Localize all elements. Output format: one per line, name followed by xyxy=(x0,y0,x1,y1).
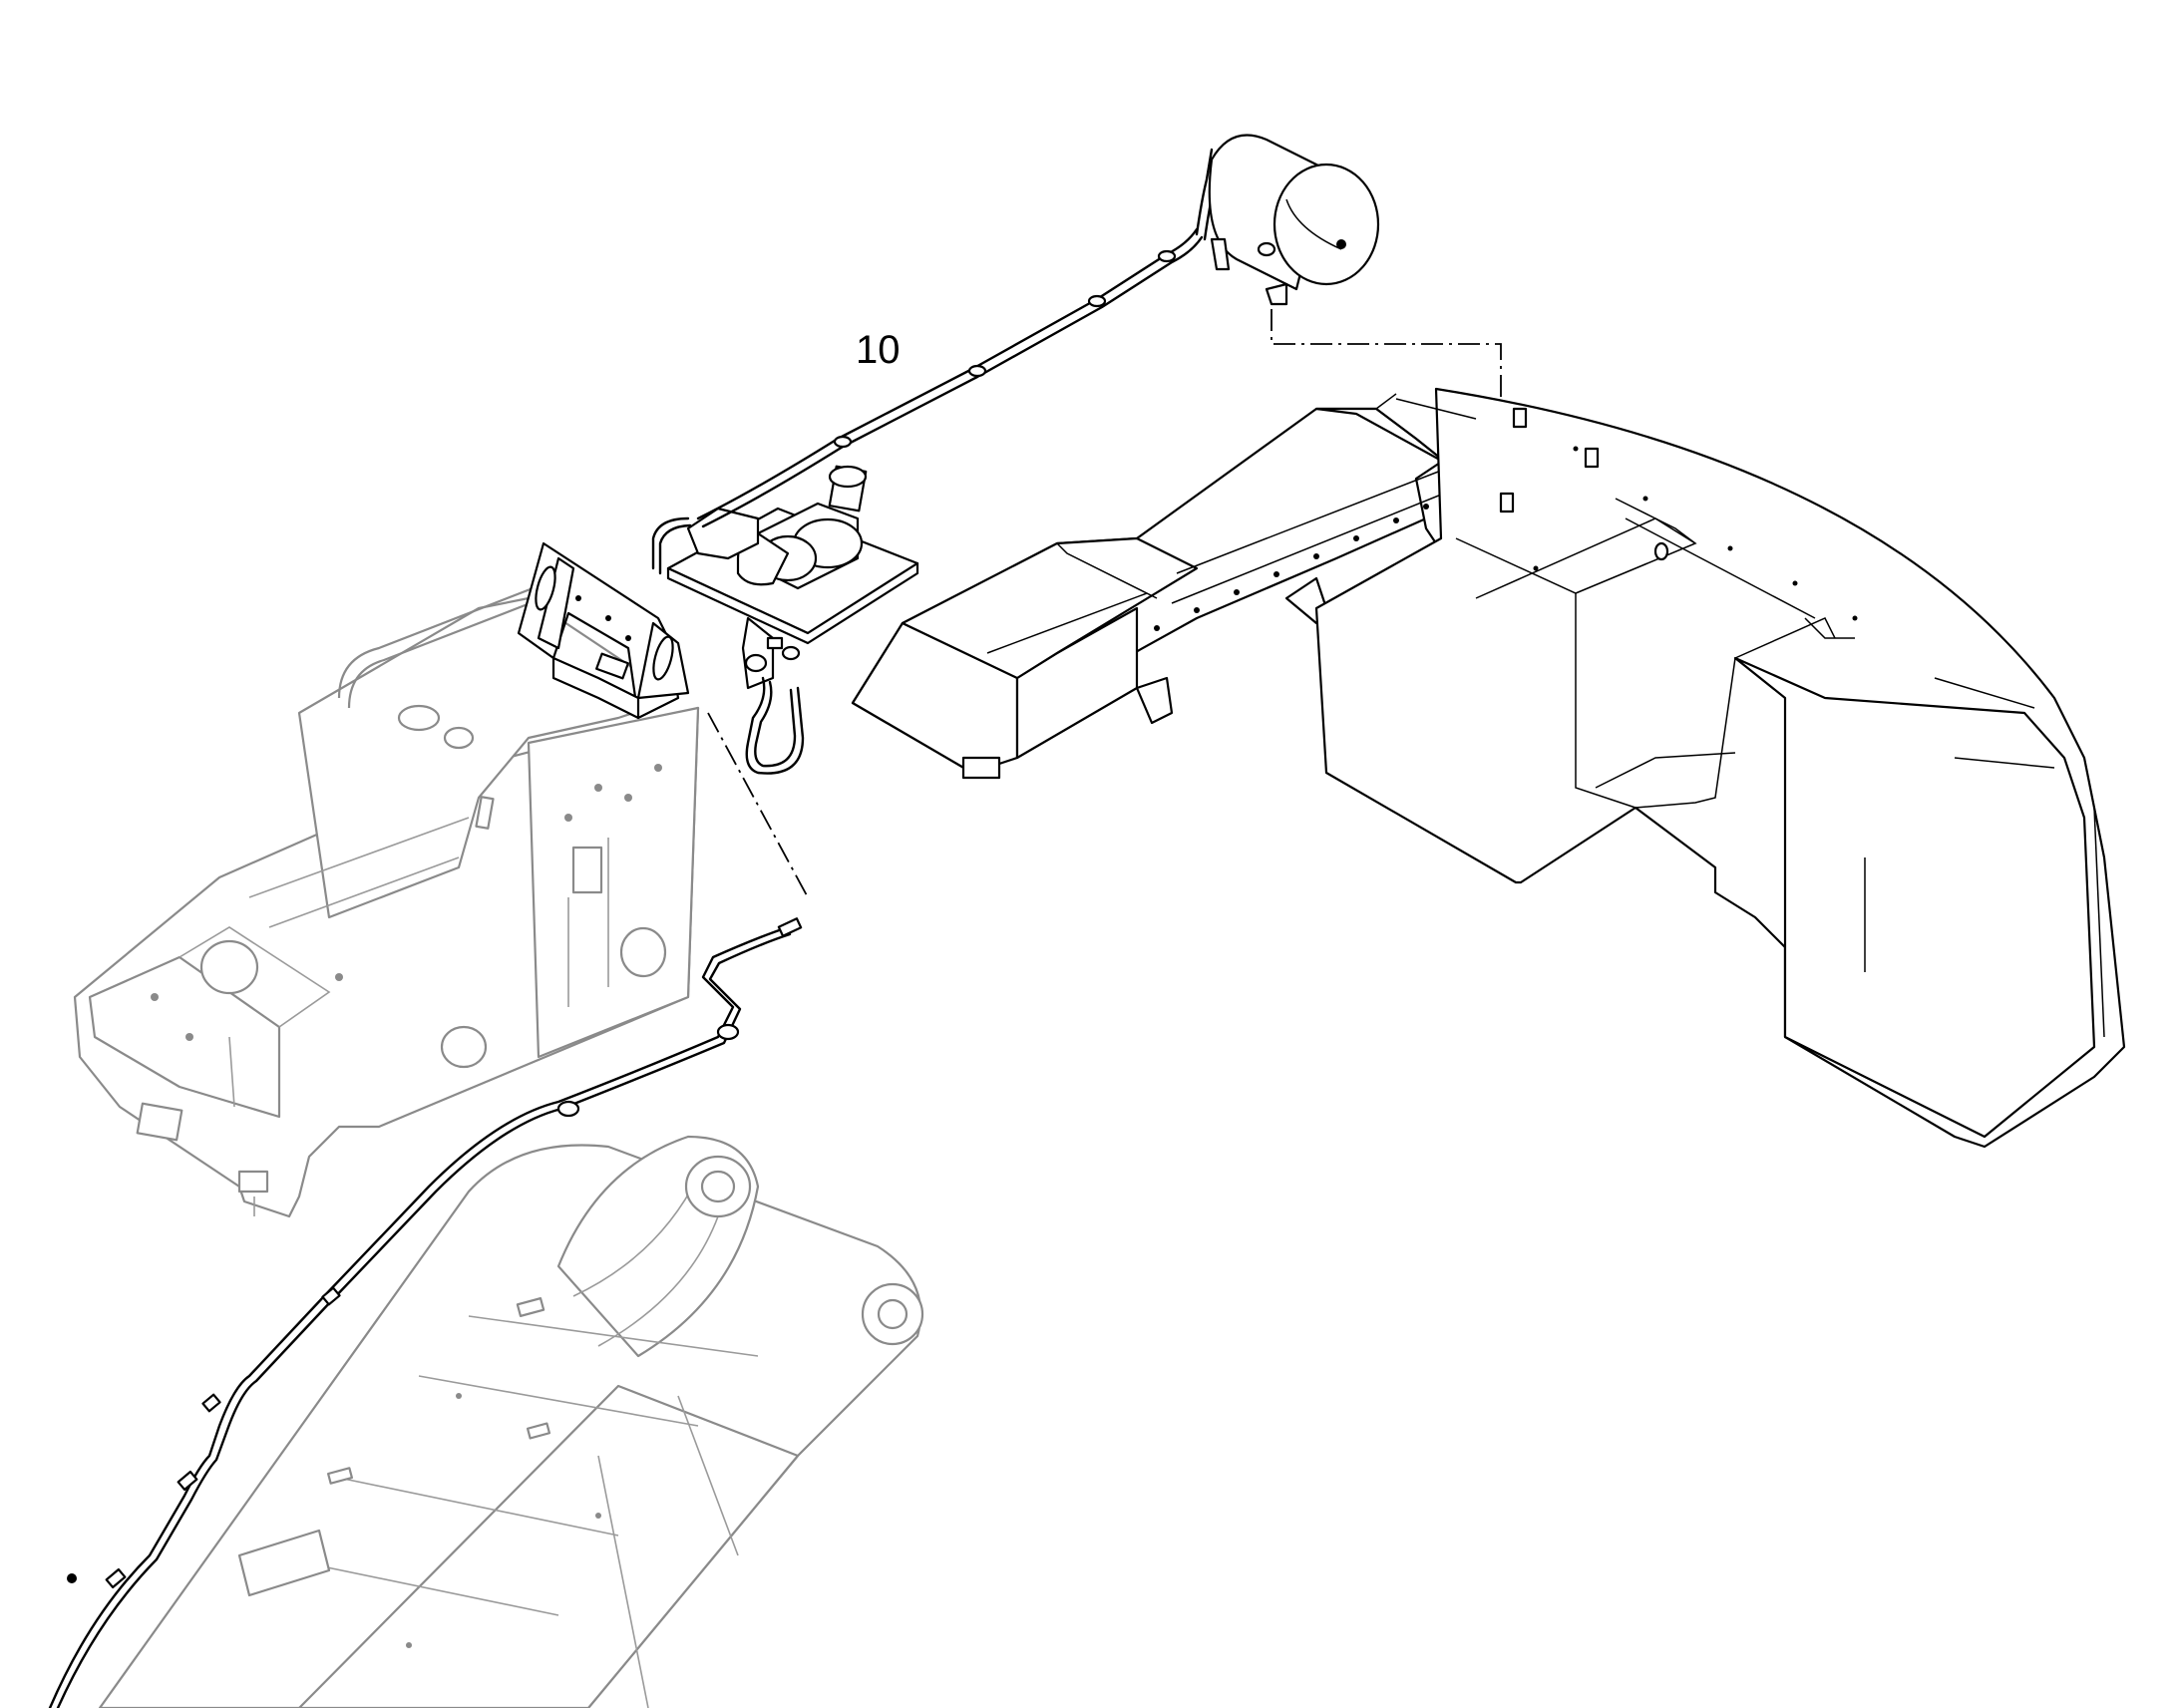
center-frame xyxy=(851,407,1473,780)
callout-10: 10 xyxy=(856,328,901,372)
boom-arm-ghost xyxy=(98,1135,924,1708)
air-line xyxy=(696,148,1221,528)
front-frame-ghost xyxy=(73,576,700,1218)
compressor-assembly xyxy=(651,465,919,775)
hydraulic-hose xyxy=(48,917,803,1708)
air-tank xyxy=(1208,134,1380,306)
mounting-bracket xyxy=(517,541,690,720)
leader-line-hose xyxy=(707,712,809,898)
counterweight xyxy=(1314,387,2126,1149)
